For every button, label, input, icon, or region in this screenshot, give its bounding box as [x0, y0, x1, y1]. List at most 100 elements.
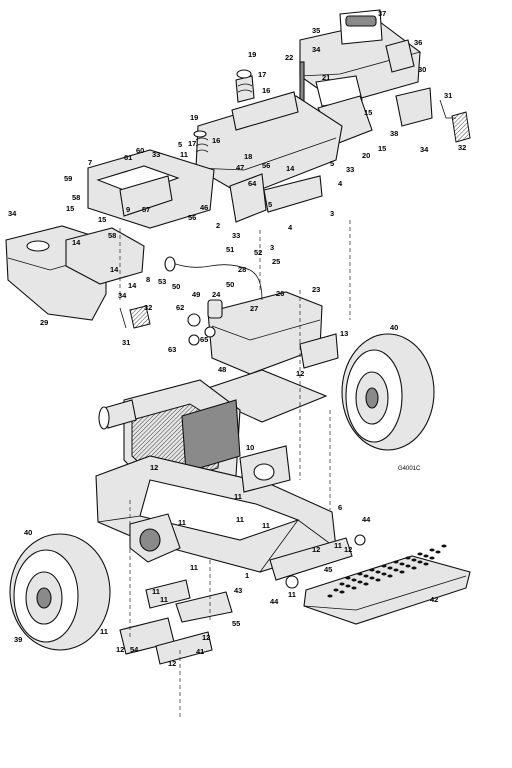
callout-34: 34	[312, 45, 321, 54]
callout-48: 48	[218, 365, 226, 374]
seat-platform-assembly	[193, 69, 343, 223]
callout-12: 12	[116, 645, 124, 654]
callout-19: 19	[248, 50, 256, 59]
plate-hole	[375, 570, 381, 574]
callout-55: 55	[232, 619, 240, 628]
plate-hole	[339, 582, 345, 586]
callout-32: 32	[458, 143, 466, 152]
callout-61: 61	[124, 153, 132, 162]
left-fender-assembly	[5, 149, 215, 329]
callout-11: 11	[152, 587, 160, 596]
right-rear-wheel	[341, 333, 435, 451]
lower-brackets	[119, 534, 366, 665]
callout-9: 9	[126, 205, 130, 214]
callout-62: 62	[176, 303, 184, 312]
callout-59: 59	[64, 174, 72, 183]
plate-hole	[429, 556, 435, 560]
left-rear-wheel	[9, 533, 111, 651]
callout-16: 16	[212, 136, 220, 145]
plate-hole	[417, 560, 423, 564]
callout-50: 50	[226, 280, 234, 289]
callout-11: 11	[288, 590, 296, 599]
plate-hole	[381, 564, 387, 568]
callout-40: 40	[24, 528, 32, 537]
callout-50: 50	[172, 282, 180, 291]
callout-12: 12	[202, 633, 210, 642]
callout-46: 46	[200, 203, 208, 212]
callout-34: 34	[118, 291, 127, 300]
callout-23: 23	[312, 285, 320, 294]
plate-hole	[357, 580, 363, 584]
callout-11: 11	[234, 492, 242, 501]
callout-4: 4	[288, 223, 293, 232]
callout-58: 58	[108, 231, 116, 240]
callout-26: 26	[276, 289, 284, 298]
plate-hole	[387, 566, 393, 570]
plate-hole	[363, 582, 369, 586]
callout-22: 22	[285, 53, 293, 62]
callout-15: 15	[378, 144, 386, 153]
plate-hole	[411, 566, 417, 570]
callout-33: 33	[152, 150, 160, 159]
callout-17: 17	[258, 70, 266, 79]
callout-11: 11	[180, 150, 188, 159]
callout-41: 41	[196, 647, 204, 656]
callout-45: 45	[324, 565, 332, 574]
callout-12: 12	[296, 369, 304, 378]
plate-hole	[405, 564, 411, 568]
plate-hole	[333, 588, 339, 592]
callout-47: 47	[236, 163, 244, 172]
callout-28: 28	[238, 265, 246, 274]
drawing-code-label: G4001C	[398, 466, 421, 472]
callout-11: 11	[334, 541, 342, 550]
callout-34: 34	[420, 145, 429, 154]
callout-5: 5	[178, 140, 182, 149]
callout-30: 30	[418, 65, 426, 74]
callout-12: 12	[344, 545, 352, 554]
plate-hole	[441, 544, 447, 548]
plate-hole	[351, 578, 357, 582]
callout-64: 64	[248, 179, 257, 188]
callout-53: 53	[158, 277, 166, 286]
plate-hole	[387, 574, 393, 578]
callout-44: 44	[362, 515, 371, 524]
callout-12: 12	[312, 545, 320, 554]
callout-11: 11	[236, 515, 244, 524]
callout-4: 4	[338, 179, 343, 188]
plate-hole	[399, 562, 405, 566]
callout-63: 63	[168, 345, 176, 354]
callout-56: 56	[262, 161, 270, 170]
plate-hole	[429, 548, 435, 552]
plate-hole	[393, 560, 399, 564]
callout-42: 42	[430, 595, 438, 604]
callout-17: 17	[188, 139, 196, 148]
plate-hole	[423, 554, 429, 558]
callout-49: 49	[192, 290, 200, 299]
callout-13: 13	[340, 329, 348, 338]
callout-29: 29	[40, 318, 48, 327]
foot-plate-holes	[327, 544, 447, 598]
callout-21: 21	[322, 73, 330, 82]
plate-hole	[411, 558, 417, 562]
callout-11: 11	[262, 521, 270, 530]
callout-12: 12	[168, 659, 176, 668]
plate-hole	[363, 574, 369, 578]
callout-11: 11	[100, 627, 108, 636]
callout-43: 43	[234, 586, 242, 595]
callout-35: 35	[312, 26, 320, 35]
callout-57: 57	[142, 205, 150, 214]
callout-14: 14	[72, 238, 81, 247]
plate-hole	[369, 576, 375, 580]
callout-31: 31	[444, 91, 452, 100]
callout-25: 25	[272, 257, 280, 266]
callout-20: 20	[362, 151, 370, 160]
callout-11: 11	[178, 518, 186, 527]
plate-hole	[339, 590, 345, 594]
callout-12: 12	[150, 463, 158, 472]
callout-38: 38	[390, 129, 398, 138]
callout-37: 37	[378, 9, 386, 18]
callout-40: 40	[390, 323, 398, 332]
callout-5: 5	[330, 159, 334, 168]
fuel-tank-assembly	[164, 256, 339, 375]
